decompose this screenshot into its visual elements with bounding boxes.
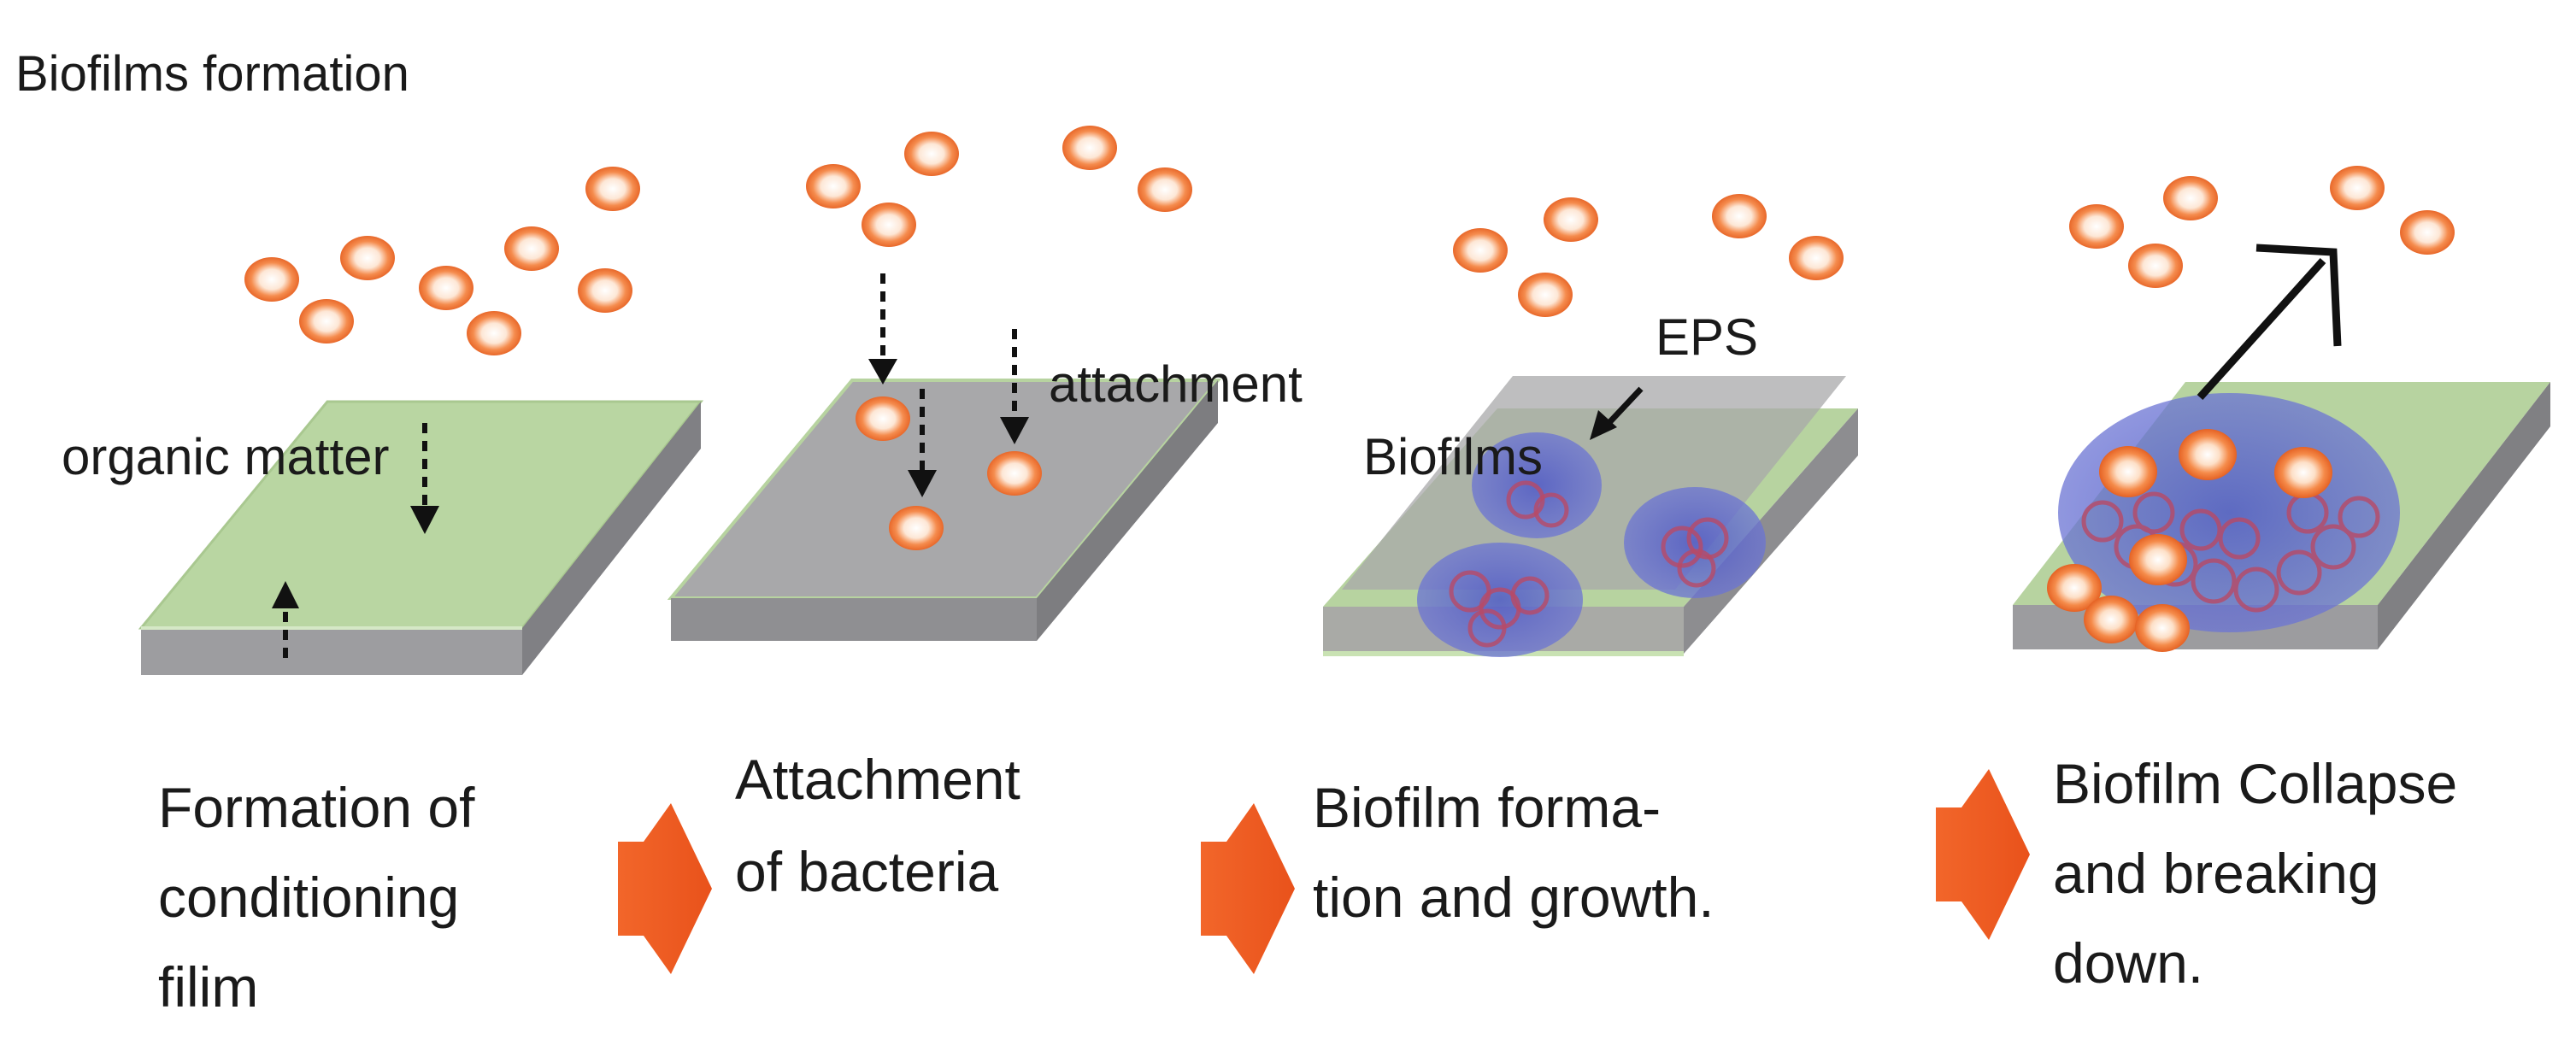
- bacterium: [467, 311, 521, 355]
- flow-arrow-1: [618, 803, 712, 974]
- organic-matter-label: organic matter: [62, 428, 390, 485]
- bacterium: [806, 164, 861, 208]
- bacterium: [2128, 244, 2183, 288]
- stage3-caption-line: tion and growth.: [1313, 866, 1714, 929]
- bacterium: [2400, 210, 2455, 255]
- bacterium: [1518, 273, 1573, 317]
- stage4-caption-line: Biofilm Collapse: [2053, 752, 2457, 815]
- stage3-caption-line: Biofilm forma-: [1313, 776, 1661, 839]
- bacterium: [504, 226, 559, 271]
- attachment-label: attachment: [1049, 355, 1303, 413]
- bacterium: [299, 299, 354, 344]
- bacterium: [585, 167, 640, 211]
- stage2-floating-bacteria: [806, 126, 1192, 247]
- bacterium: [1062, 126, 1117, 170]
- stage1-conditioning-film-panel: organic matter: [62, 167, 704, 675]
- stage2-attachment-panel: attachment: [667, 126, 1303, 641]
- bacterium: [856, 396, 910, 441]
- downward-dashed-arrow: [410, 423, 439, 534]
- bacterium: [2099, 446, 2157, 497]
- biofilm-colony: [1417, 543, 1583, 657]
- stage1-caption-line: filim: [158, 955, 258, 1019]
- bacterium: [2135, 604, 2190, 652]
- stage1-caption: Formation of conditioning filim: [158, 776, 491, 1019]
- bacterium: [2047, 564, 2102, 612]
- stage4-collapse-panel: [2013, 166, 2550, 652]
- bacterium: [244, 257, 299, 302]
- stage3-growth-panel: EPS Biofilms: [1323, 194, 1858, 657]
- bacterium: [2179, 429, 2237, 480]
- bacterium: [2129, 534, 2187, 585]
- stage4-caption-line: down.: [2053, 931, 2203, 995]
- collapsing-biofilm: [2047, 393, 2400, 652]
- stage4-caption-line: and breaking: [2053, 842, 2379, 905]
- flow-arrow-2: [1201, 803, 1295, 974]
- diagram-title: Biofilms formation: [15, 46, 409, 102]
- bacterium: [862, 203, 916, 247]
- biofilms-label: Biofilms: [1363, 428, 1543, 485]
- bacterium: [2163, 176, 2218, 220]
- flow-arrow-3: [1936, 769, 2030, 940]
- upward-dashed-arrow: [272, 581, 299, 658]
- stage2-attached-bacteria: [856, 396, 1042, 550]
- bacterium: [2274, 447, 2332, 498]
- eps-pointer-arrow: [1590, 386, 1644, 440]
- bacterium: [340, 236, 395, 280]
- stage4-floating-bacteria: [2069, 166, 2455, 288]
- stage2-caption-line: Attachment: [735, 748, 1020, 811]
- bacterium: [2330, 166, 2385, 210]
- stage3-floating-bacteria: [1453, 194, 1844, 317]
- biofilm-colonies: [1417, 432, 1766, 657]
- bacterium: [1789, 236, 1844, 280]
- stage4-caption: Biofilm Collapse and breaking down.: [2053, 752, 2473, 995]
- stage2-plate: [667, 379, 1222, 641]
- bacterium: [904, 132, 959, 176]
- detachment-arrow: [2197, 244, 2342, 401]
- stage1-caption-line: conditioning: [158, 866, 459, 929]
- biofilm-colony: [1624, 487, 1766, 598]
- bacterium: [889, 506, 944, 550]
- stage2-caption: Attachment of bacteria: [735, 748, 1036, 903]
- stage1-bacteria-cluster: [244, 167, 640, 355]
- bacterium: [2084, 596, 2138, 643]
- bacterium: [578, 268, 632, 313]
- bacterium: [1453, 228, 1508, 273]
- stage2-caption-line: of bacteria: [735, 840, 998, 903]
- bacterium: [987, 451, 1042, 496]
- bacterium: [1712, 194, 1767, 238]
- biofilm-colony: [1472, 432, 1602, 538]
- bacterium: [419, 266, 473, 310]
- bacterium: [1138, 167, 1192, 212]
- bacterium: [2069, 204, 2124, 249]
- stage3-caption: Biofilm forma- tion and growth.: [1313, 776, 1714, 929]
- stage1-caption-line: Formation of: [158, 776, 475, 839]
- attachment-arrows: [868, 273, 1029, 497]
- bacterium: [1544, 197, 1598, 242]
- eps-label: EPS: [1656, 308, 1758, 366]
